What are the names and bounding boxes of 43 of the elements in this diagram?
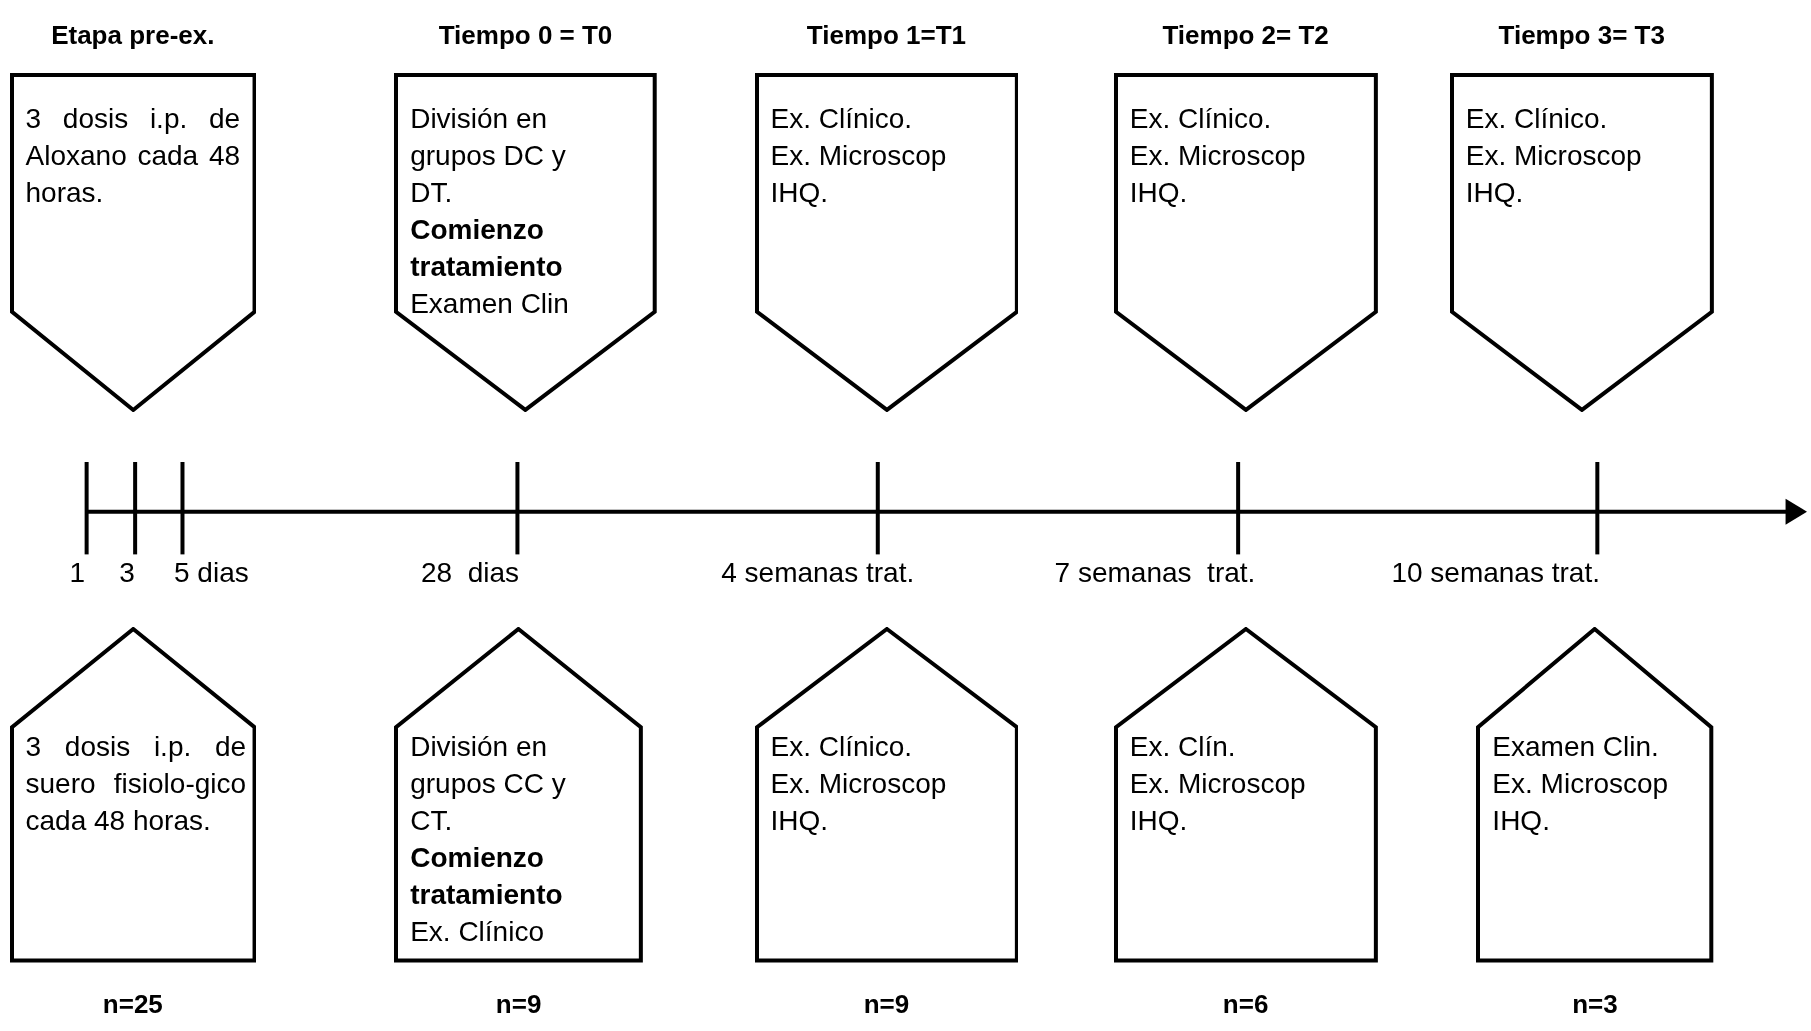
time-label: 5 dias: [174, 556, 249, 589]
time-label: 4 semanas trat.: [721, 556, 915, 589]
stage-heading: Etapa pre-ex.: [50, 20, 216, 52]
box-text: 3 dosis i.p. de Aloxano cada 48 horas.: [25, 102, 241, 211]
box-text: Comienzo tratamiento: [410, 840, 564, 912]
box-text: IHQ.: [1129, 176, 1189, 211]
box-text: Ex. Microscop: [1129, 766, 1307, 801]
sample-size: n=9: [494, 988, 543, 1020]
box-text: Examen Clin.: [1492, 729, 1660, 764]
box-text: División en grupos DC y DT.: [410, 102, 567, 211]
sample-size: n=3: [1571, 988, 1619, 1020]
sample-size: n=6: [1221, 988, 1270, 1020]
box-text: Ex. Microscop: [770, 766, 948, 801]
box-text: Ex. Clínico.: [1129, 102, 1273, 137]
time-label: 10 semanas trat.: [1391, 556, 1600, 589]
box-text: IHQ.: [770, 803, 830, 838]
sample-size: n=25: [101, 988, 164, 1020]
sample-size: n=9: [862, 988, 911, 1020]
box-text: IHQ.: [1129, 803, 1189, 838]
box-text: Ex. Clín.: [1129, 729, 1237, 764]
time-label: 28 dias: [421, 556, 520, 589]
box-text: Ex. Clínico.: [770, 102, 914, 137]
time-label: 1: [69, 556, 86, 589]
box-text: IHQ.: [1465, 176, 1525, 211]
box-text: Comienzo tratamiento: [410, 213, 564, 285]
box-text: IHQ.: [1492, 803, 1551, 838]
time-label: 3: [119, 556, 135, 589]
box-text: Ex. Microscop: [1492, 766, 1670, 801]
box-text: Ex. Microscop: [1129, 139, 1307, 174]
time-label: 7 semanas trat.: [1054, 556, 1256, 589]
box-text: IHQ.: [770, 176, 830, 211]
box-text: División en grupos CC y CT.: [410, 729, 567, 838]
stage-heading: Tiempo 1=T1: [805, 20, 967, 52]
box-text: Ex. Clínico.: [770, 729, 914, 764]
stage-heading: Tiempo 2= T2: [1161, 20, 1330, 52]
box-text: Ex. Microscop: [770, 139, 948, 174]
stage-heading: Tiempo 0 = T0: [437, 20, 614, 52]
box-text: Ex. Clínico: [410, 914, 545, 949]
box-text: Ex. Microscop: [1465, 139, 1643, 174]
box-text: 3 dosis i.p. de suero fisiolo-gico cada 48 horas.: [25, 729, 247, 838]
box-text: Ex. Clínico.: [1465, 102, 1609, 137]
stage-heading: Tiempo 3= T3: [1497, 20, 1666, 52]
box-text: Examen Clin: [410, 287, 570, 322]
